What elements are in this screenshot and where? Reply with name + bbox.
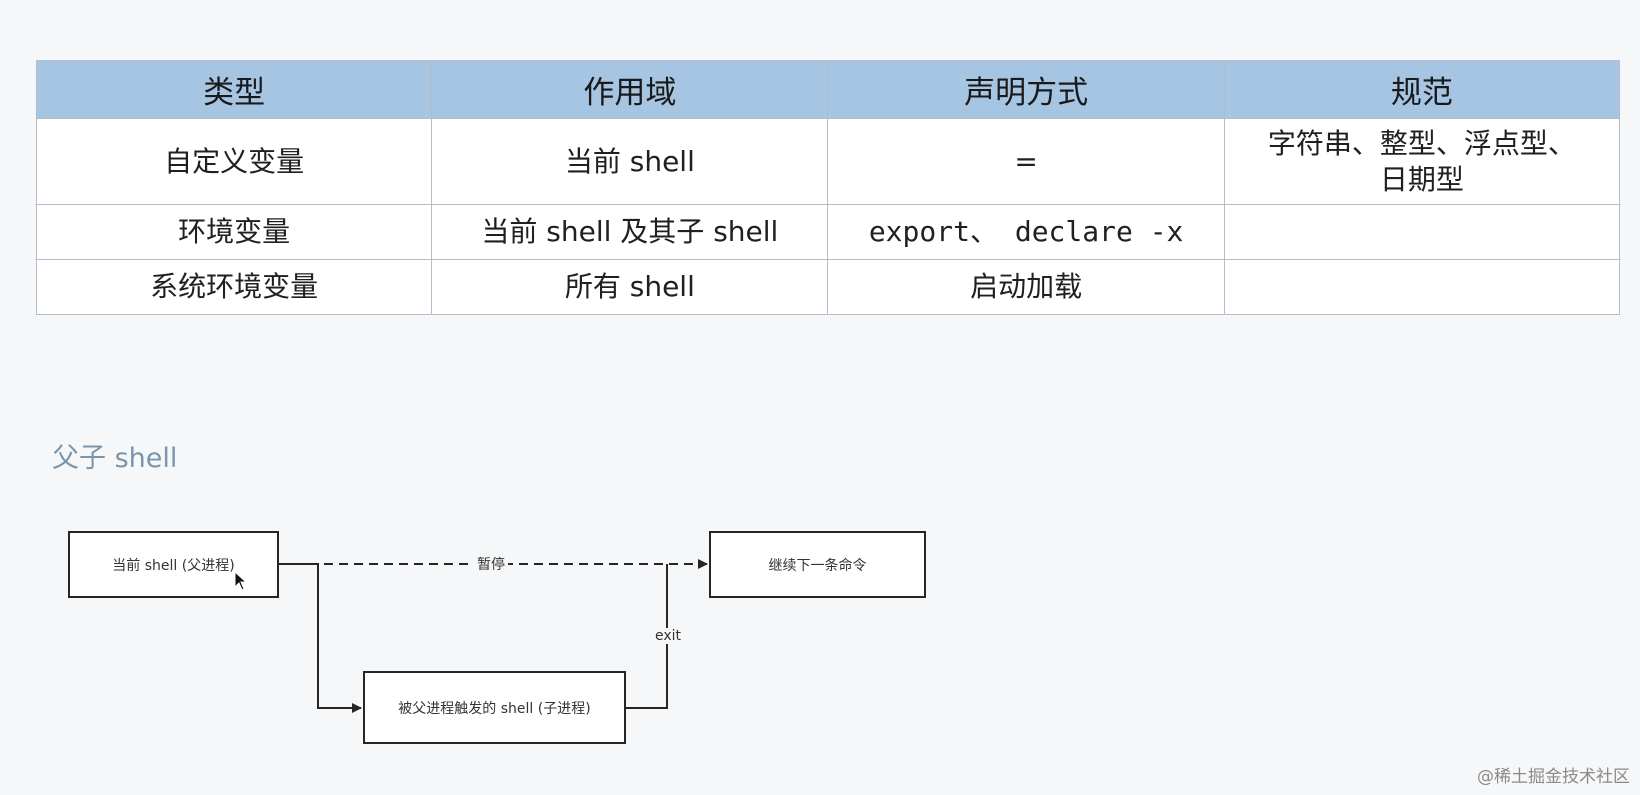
continue-command-box: 继续下一条命令 [709, 531, 926, 598]
parent-process-box: 当前 shell (父进程) [68, 531, 279, 598]
parent-process-label: 当前 shell (父进程) [112, 557, 235, 574]
cell-type: 自定义变量 [35, 118, 433, 205]
header-declare: 声明方式 [827, 60, 1225, 119]
table-header-row: 类型 作用域 声明方式 规范 [35, 60, 1621, 119]
cell-spec-line2: 日期型 [1379, 162, 1464, 196]
cell-type: 系统环境变量 [35, 259, 433, 315]
watermark: @稀土掘金技术社区 [1477, 767, 1630, 787]
section-heading: 父子 shell [52, 443, 178, 474]
continue-command-label: 继续下一条命令 [768, 557, 867, 574]
variable-types-table: 类型 作用域 声明方式 规范 自定义变量 当前 shell = 字符串、整型、浮… [35, 60, 1621, 315]
spawn-edge [279, 563, 362, 713]
cell-declare: export、 declare -x [827, 204, 1225, 260]
header-type: 类型 [35, 60, 433, 119]
exit-label: exit [652, 628, 685, 644]
cell-spec-line1: 字符串、整型、浮点型、 [1267, 126, 1576, 160]
pause-label: 暂停 [474, 554, 508, 574]
cell-scope: 当前 shell [431, 118, 829, 205]
table-row: 系统环境变量 所有 shell 启动加载 [35, 259, 1621, 315]
child-process-box: 被父进程触发的 shell (子进程) [363, 671, 626, 744]
cell-type: 环境变量 [35, 204, 433, 260]
cell-declare: 启动加载 [827, 259, 1225, 315]
cell-spec: 字符串、整型、浮点型、 日期型 [1223, 118, 1621, 205]
child-process-label: 被父进程触发的 shell (子进程) [398, 700, 591, 717]
mouse-cursor-icon [234, 571, 248, 591]
header-scope: 作用域 [431, 60, 829, 119]
cell-scope: 所有 shell [431, 259, 829, 315]
table-row: 自定义变量 当前 shell = 字符串、整型、浮点型、 日期型 [35, 118, 1621, 205]
exit-edge [626, 564, 668, 709]
cell-spec [1223, 259, 1621, 315]
